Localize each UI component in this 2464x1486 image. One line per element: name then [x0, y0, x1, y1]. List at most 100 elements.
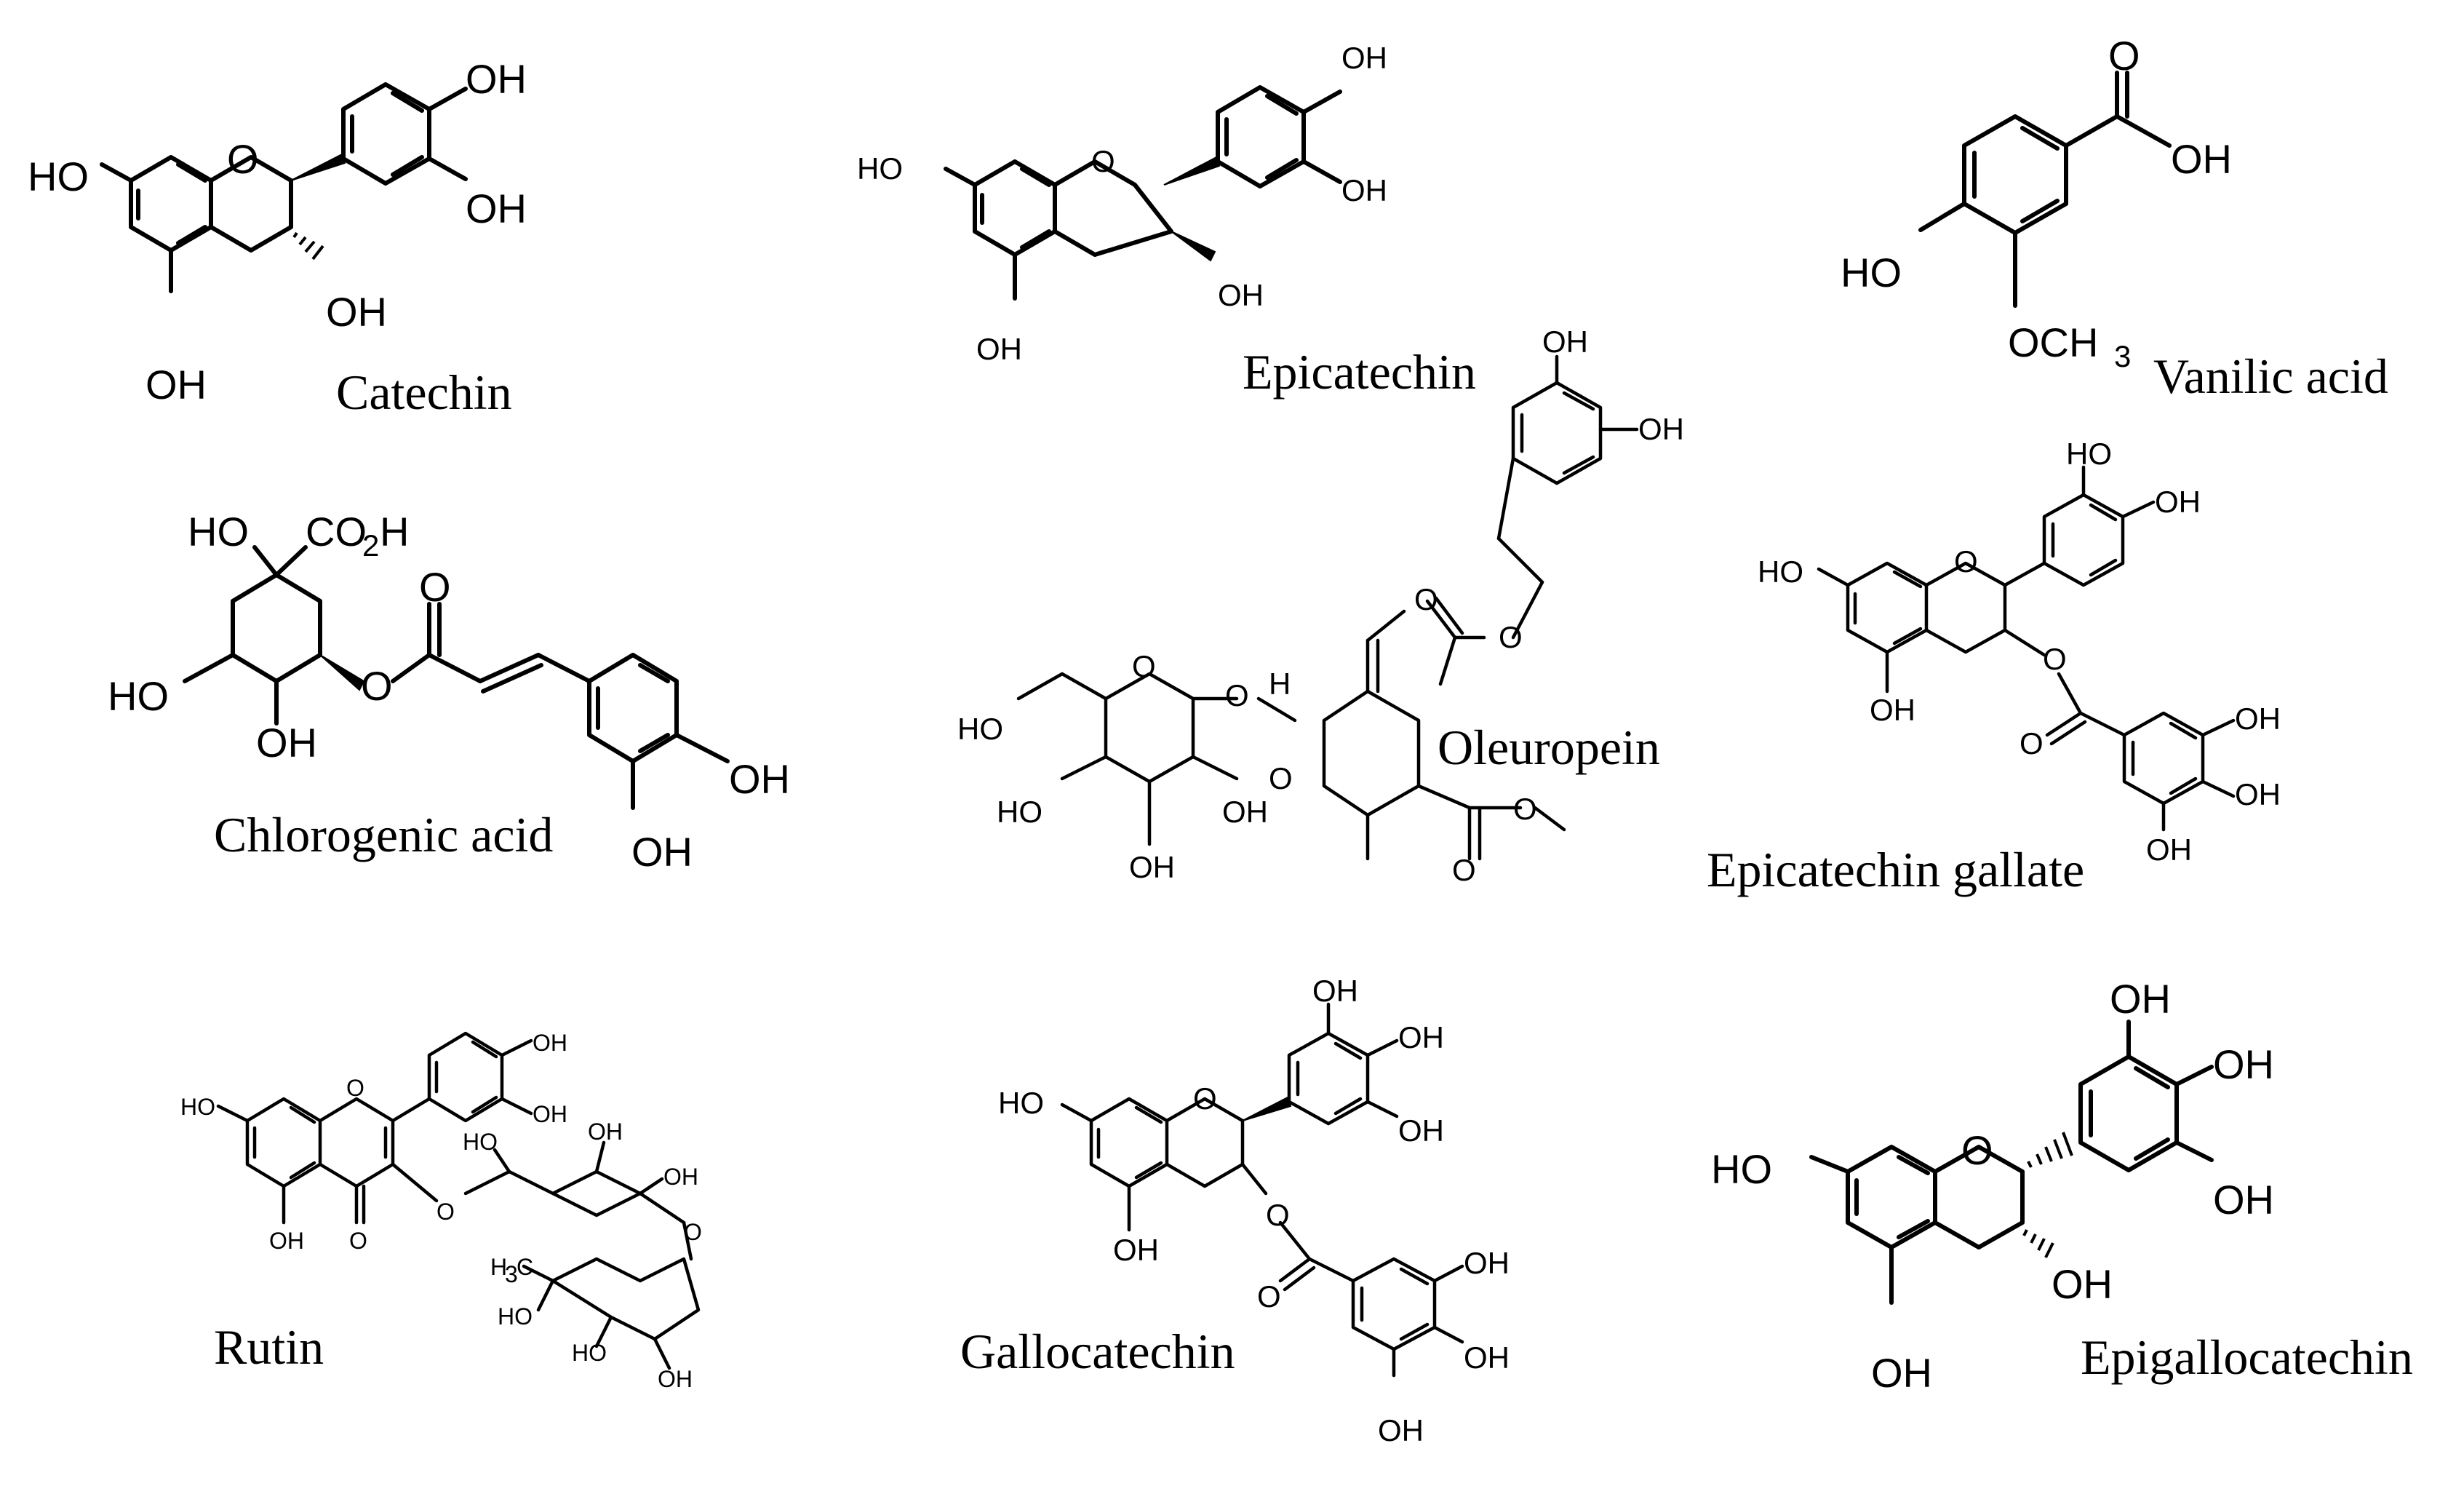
vanilic-ho: HO	[1841, 250, 1902, 295]
catechin-o-ring: O	[227, 136, 259, 182]
rutin-o-3: O	[436, 1199, 455, 1225]
gallocatechin-oh-4p: OH	[1398, 1020, 1444, 1054]
egc-oh-3p: OH	[2213, 1177, 2274, 1223]
chlorogenic-o-ester: O	[361, 663, 393, 709]
ecg-oh-5: OH	[1870, 693, 1915, 727]
oleuropein-o-methoxy: O	[1513, 792, 1537, 826]
ecg-oh-4p: OH	[2155, 485, 2201, 519]
catechin-oh-5: OH	[145, 362, 207, 408]
rutin-o-ring: O	[346, 1075, 364, 1101]
rutin-o-4: O	[349, 1228, 367, 1254]
rutin-oh-4p: OH	[533, 1030, 567, 1056]
gallocatechin-oh-g2: OH	[1464, 1340, 1510, 1375]
rutin-h3c-c: C	[517, 1254, 533, 1280]
structure-oleuropein	[1016, 354, 1639, 861]
chlorogenic-oh-3p: OH	[631, 829, 693, 875]
oleuropein-o-pyran: O	[1269, 761, 1293, 795]
oleuropein-oh-2: OH	[1222, 795, 1268, 829]
ecg-ho-top: HO	[2066, 437, 2112, 471]
ecg-o-ester: O	[2043, 642, 2067, 676]
catechin-oh-3: OH	[326, 289, 387, 335]
label-gallocatechin: Gallocatechin	[960, 1324, 1235, 1379]
gallocatechin-o-carbonyl: O	[1257, 1279, 1281, 1314]
chlorogenic-co2h-h: H	[380, 509, 409, 555]
chlorogenic-oh-3: OH	[256, 720, 317, 766]
structure-gallocatechin	[1060, 1002, 1464, 1378]
vanilic-och3: OCH	[2008, 319, 2098, 365]
oleuropein-o-ester: O	[1499, 620, 1523, 654]
egc-o-ring: O	[1961, 1127, 1993, 1173]
gallocatechin-o-ring: O	[1193, 1081, 1217, 1116]
label-chlorogenic-acid: Chlorogenic acid	[214, 807, 553, 862]
label-rutin: Rutin	[214, 1319, 324, 1375]
oleuropein-h: H	[1269, 667, 1291, 701]
label-catechin: Catechin	[336, 365, 512, 420]
oleuropein-o-methyl-carbonyl: O	[1452, 853, 1476, 887]
structure-epicatechin-gallate	[1817, 465, 2236, 832]
rutin-ho-r1: HO	[498, 1303, 533, 1330]
egc-oh-4p: OH	[2213, 1041, 2274, 1087]
oleuropein-oh-meta: OH	[1638, 412, 1684, 446]
label-epigallocatechin: Epigallocatechin	[2081, 1330, 2413, 1385]
rutin-o-link: O	[684, 1219, 702, 1245]
oleuropein-ho-6: HO	[957, 712, 1003, 746]
epicatechin-oh-3p: OH	[1341, 173, 1387, 207]
chlorogenic-co2h: CO	[306, 509, 367, 555]
rutin-h3c-sub: 3	[505, 1261, 518, 1287]
label-vanilic-acid: Vanilic acid	[2153, 349, 2388, 404]
label-epicatechin: Epicatechin	[1243, 344, 1476, 400]
egc-oh-5: OH	[1871, 1350, 1932, 1396]
structure-catechin	[100, 82, 468, 293]
oleuropein-o-ester-carbonyl: O	[1414, 582, 1438, 616]
gallocatechin-o-ester: O	[1266, 1198, 1290, 1232]
egc-oh-3: OH	[2052, 1261, 2113, 1307]
oleuropein-ho-4: HO	[997, 795, 1042, 829]
gallocatechin-oh-top: OH	[1312, 974, 1358, 1008]
oleuropein-oh-top: OH	[1542, 325, 1588, 359]
vanilic-o-carbonyl: O	[2108, 33, 2140, 79]
structure-epicatechin	[944, 85, 1342, 301]
ecg-o-carbonyl: O	[2020, 726, 2044, 760]
gallocatechin-oh-3p: OH	[1398, 1113, 1444, 1148]
epicatechin-oh-3: OH	[1218, 278, 1264, 312]
rutin-oh-g2: OH	[588, 1119, 623, 1145]
label-oleuropein: Oleuropein	[1438, 720, 1660, 775]
oleuropein-o-glycoside: O	[1225, 678, 1249, 712]
chlorogenic-ho-4: HO	[108, 673, 169, 719]
gallocatechin-oh-g1: OH	[1464, 1246, 1510, 1280]
oleuropein-oh-3: OH	[1129, 850, 1175, 884]
catechin-oh-3p: OH	[466, 186, 527, 231]
ecg-ho-7: HO	[1758, 555, 1803, 589]
gallocatechin-oh-5: OH	[1113, 1233, 1159, 1267]
chlorogenic-o-carbonyl: O	[419, 564, 451, 610]
rutin-ho-7: HO	[180, 1094, 215, 1120]
structure-epigallocatechin	[1809, 1020, 2214, 1305]
gallocatechin-oh-g3: OH	[1378, 1413, 1424, 1447]
rutin-oh-g3: OH	[663, 1164, 698, 1190]
rutin-h3c: H	[490, 1254, 507, 1280]
rutin-oh-5: OH	[269, 1228, 304, 1254]
epicatechin-o-ring: O	[1091, 144, 1115, 178]
rutin-ho-g1: HO	[463, 1129, 498, 1155]
structure-chlorogenic-acid	[183, 545, 730, 810]
rutin-oh-r3: OH	[658, 1366, 693, 1392]
epicatechin-oh-5: OH	[976, 332, 1022, 366]
egc-oh-top: OH	[2110, 976, 2171, 1022]
structure-rutin	[216, 1031, 701, 1370]
catechin-oh-4p: OH	[466, 56, 527, 102]
rutin-ho-r2: HO	[572, 1340, 607, 1366]
epicatechin-oh-4p: OH	[1341, 41, 1387, 75]
rutin-oh-3p: OH	[533, 1101, 567, 1127]
vanilic-och3-subscript: 3	[2114, 339, 2131, 373]
oleuropein-o-glucose-ring: O	[1132, 649, 1156, 683]
chlorogenic-co2h-sub: 2	[362, 528, 379, 563]
ecg-o-ring: O	[1954, 544, 1978, 579]
catechin-ho-7: HO	[28, 154, 89, 199]
egc-ho-7: HO	[1711, 1146, 1772, 1192]
structure-vanilic-acid	[1918, 71, 2172, 308]
ecg-oh-g1: OH	[2235, 702, 2281, 736]
ecg-oh-g2: OH	[2235, 777, 2281, 811]
label-epicatechin-gallate: Epicatechin gallate	[1707, 842, 2084, 897]
chlorogenic-ho-1: HO	[188, 509, 249, 555]
